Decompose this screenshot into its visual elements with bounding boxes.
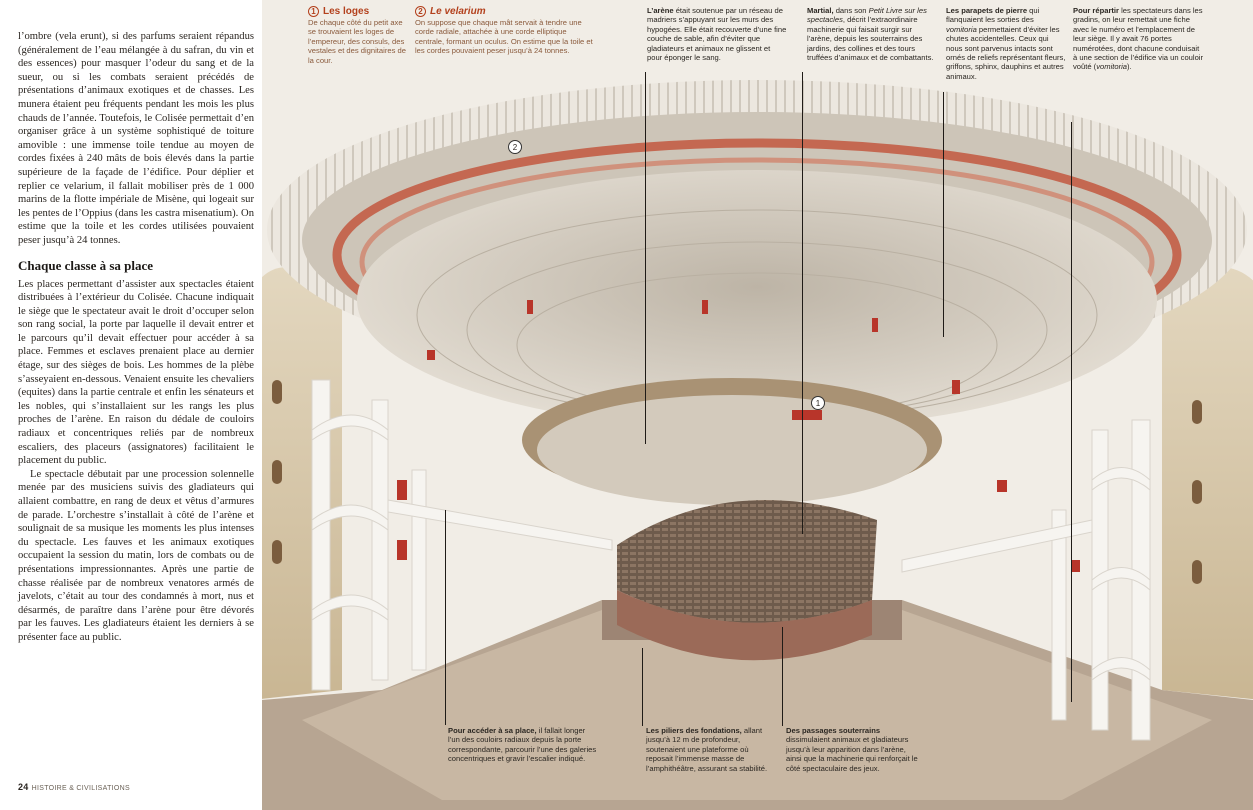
marker-loges: 1 xyxy=(811,396,825,410)
caption-martial-book: Petit Livre sur les spectacles xyxy=(807,6,927,25)
caption-martial-text2: , décrit l’extraordinaire machinerie qui… xyxy=(807,15,934,63)
leader-line-arene xyxy=(645,72,646,444)
arena-floor xyxy=(537,395,927,505)
caption-piliers: Les piliers des fondations, allant jusqu… xyxy=(646,726,776,773)
caption-parapets-lead: Les parapets de pierre xyxy=(946,6,1028,15)
caption-velarium-title: Le velarium xyxy=(430,5,486,17)
caption-passages-text: dissimulaient animaux et gladiateurs jus… xyxy=(786,735,918,773)
cut-section-right xyxy=(901,419,1151,741)
marker-velarium: 2 xyxy=(508,140,522,154)
outer-wall-right xyxy=(1162,267,1253,700)
page-number: 24 xyxy=(18,782,29,792)
hypogeum-cutaway xyxy=(617,500,877,623)
caption-repartir-term: vomitoria xyxy=(1096,62,1128,72)
caption-repartir-lead: Pour répartir xyxy=(1073,6,1119,15)
article-paragraph-2: Les places permettant d’assister aux spe… xyxy=(18,278,254,467)
caption-velarium-number: 2 xyxy=(415,6,426,17)
leader-line-passages xyxy=(782,627,783,726)
foundation-platform xyxy=(302,610,1212,800)
caption-parapets-text1: qui flanquaient les sorties des xyxy=(946,6,1040,25)
caption-passages: Des passages souterrains dissimulaient a… xyxy=(786,726,918,773)
caption-velarium: 2 Le velarium On suppose que chaque mât s… xyxy=(415,6,595,56)
leader-line-parapets xyxy=(943,92,944,337)
caption-martial-text1: dans son xyxy=(833,6,869,15)
leader-line-piliers xyxy=(642,648,643,726)
colosseum-illustration: 2 1 1 Les loges De chaque côté du petit a… xyxy=(262,0,1253,810)
caption-acceder: Pour accéder à sa place, il fallait long… xyxy=(448,726,598,764)
caption-repartir: Pour répartir les spectateurs dans les g… xyxy=(1073,6,1205,72)
hypogeum-wall xyxy=(617,590,872,661)
caption-repartir-text2: ). xyxy=(1127,62,1132,72)
caption-parapets-text2: permettaient d’éviter les chutes acciden… xyxy=(946,24,1066,81)
caption-loges: 1 Les loges De chaque côté du petit axe s… xyxy=(308,6,408,65)
caption-martial: Martial, dans son Petit Livre sur les sp… xyxy=(807,6,935,62)
magazine-name: HISTOIRE & CIVILISATIONS xyxy=(31,785,130,792)
caption-passages-lead: Des passages souterrains xyxy=(786,726,881,735)
caption-arene-text: était soutenue par un réseau de madriers… xyxy=(647,6,787,63)
leader-line-acceder xyxy=(445,510,446,725)
caption-loges-number: 1 xyxy=(308,6,319,17)
leader-line-repartir xyxy=(1071,122,1072,702)
caption-arene: L’arène était soutenue par un réseau de … xyxy=(647,6,787,62)
colosseum-cutaway-drawing xyxy=(262,80,1253,810)
seating-tiers xyxy=(357,170,1157,430)
outer-wall-windows xyxy=(272,380,1202,584)
caption-piliers-text: allant jusqu’à 12 m de profondeur, soute… xyxy=(646,726,768,773)
caption-velarium-text: On suppose que chaque mât servait à tend… xyxy=(415,18,593,56)
red-parapets xyxy=(397,300,1080,572)
caption-acceder-text: il fallait longer l’un des couloirs radi… xyxy=(448,726,597,764)
caption-loges-title: Les loges xyxy=(323,5,370,17)
caption-martial-lead: Martial, xyxy=(807,6,834,15)
article-column: l’ombre (vela erunt), si des parfums ser… xyxy=(0,0,262,810)
caption-repartir-text1: les spectateurs dans les gradins, on leu… xyxy=(1073,6,1204,72)
caption-arene-lead: L’arène xyxy=(647,6,674,15)
caption-parapets: Les parapets de pierre qui flanquaient l… xyxy=(946,6,1066,81)
caption-parapets-term: vomitoria xyxy=(946,24,977,34)
article-paragraph-3: Le spectacle débutait par une procession… xyxy=(18,468,254,643)
leader-line-martial xyxy=(802,72,803,534)
caption-piliers-lead: Les piliers des fondations, xyxy=(646,726,742,735)
article-paragraph-1: l’ombre (vela erunt), si des parfums ser… xyxy=(18,31,254,246)
cut-section-left xyxy=(311,379,613,691)
section-title: Chaque classe à sa place xyxy=(18,257,154,273)
caption-loges-text: De chaque côté du petit axe se trouvaien… xyxy=(308,18,406,65)
caption-acceder-lead: Pour accéder à sa place, xyxy=(448,726,537,735)
